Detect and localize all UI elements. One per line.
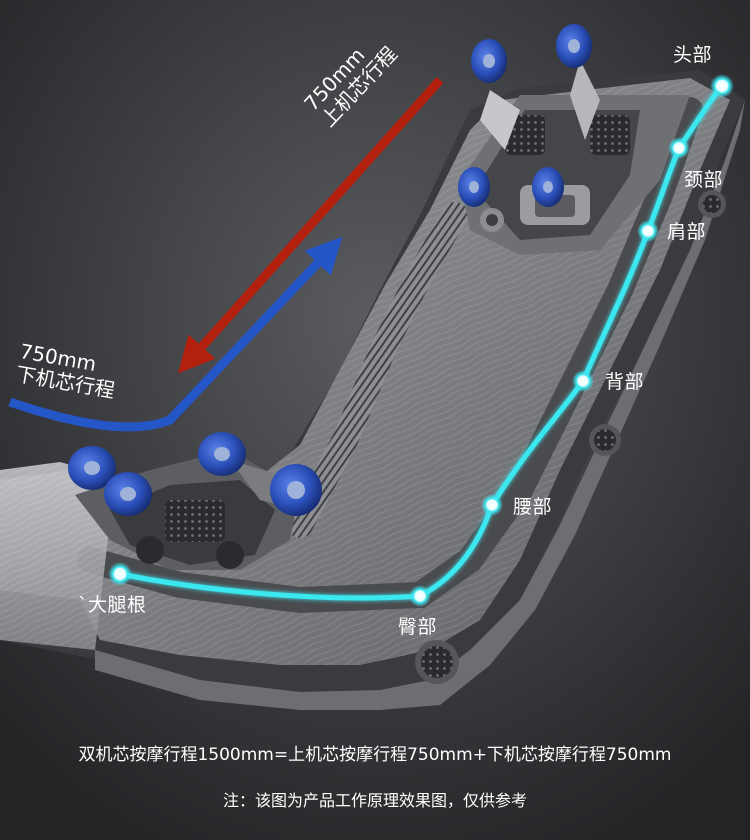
label-thigh: `大腿根 (78, 594, 147, 616)
node-thigh (108, 562, 132, 586)
vent-back (589, 424, 621, 456)
lower-massage-core (68, 432, 322, 570)
label-back: 背部 (605, 371, 645, 393)
node-shoulder (637, 220, 659, 242)
vent-neck (698, 190, 726, 218)
label-shoulder: 肩部 (667, 221, 707, 243)
label-waist: 腰部 (513, 496, 553, 518)
body-point-track (117, 83, 725, 601)
node-head (710, 74, 734, 98)
node-back (572, 370, 594, 392)
travel-formula: 双机芯按摩行程1500mm=上机芯按摩行程750mm+下机芯按摩行程750mm (78, 745, 672, 765)
upper-massage-core (458, 24, 690, 255)
vent-hip (415, 640, 459, 684)
lower-travel-arrow (8, 236, 343, 432)
label-hip: 臀部 (398, 616, 438, 638)
node-waist (481, 494, 503, 516)
track-nodes (108, 74, 734, 607)
label-head: 头部 (673, 44, 713, 66)
upper-travel-arrow (178, 77, 444, 374)
disclaimer-note: 注：该图为产品工作原理效果图，仅供参考 (222, 791, 527, 810)
label-neck: 颈部 (684, 169, 724, 191)
node-neck (668, 137, 690, 159)
node-hip (409, 585, 431, 607)
